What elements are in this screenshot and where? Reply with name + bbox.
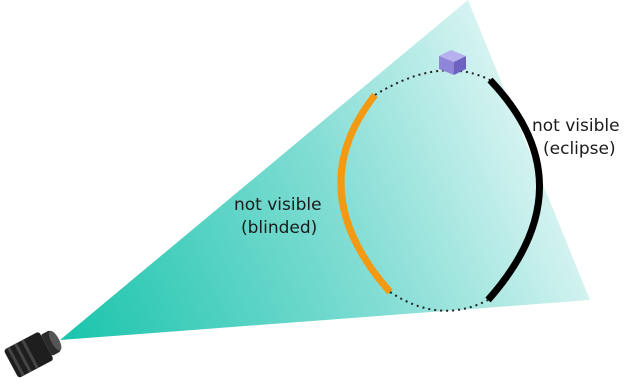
blinded-label-line1: not visible [234, 195, 322, 215]
eclipse-label-line1: not visible [532, 116, 620, 136]
camera-view-cone [60, 0, 590, 340]
eclipse-label-line2: (eclipse) [543, 139, 616, 159]
blinded-label-line2: (blinded) [241, 218, 317, 238]
camera-icon [4, 325, 67, 379]
